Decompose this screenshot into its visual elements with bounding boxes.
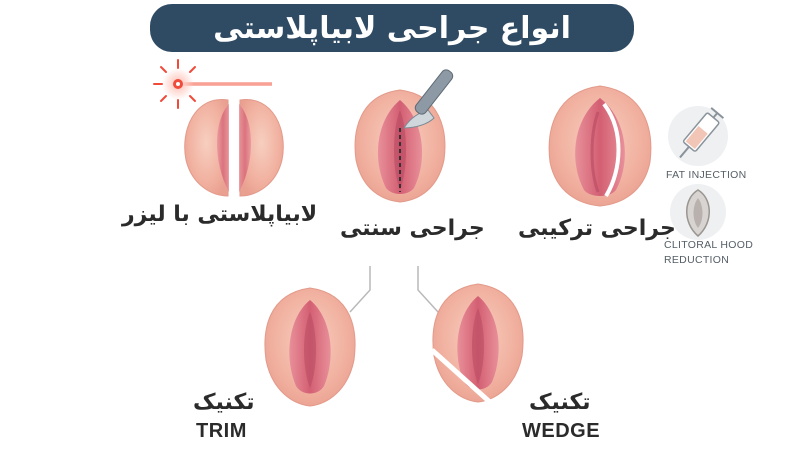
scalpel-icon xyxy=(403,69,454,129)
clitoral-hood-label-line1: CLITORAL HOOD xyxy=(664,239,754,251)
traditional-method-label: جراحی سنتی xyxy=(340,216,485,241)
connector-lines xyxy=(349,266,439,313)
wedge-technique-label-en: WEDGE xyxy=(522,420,601,442)
wedge-technique-illustration xyxy=(430,283,524,406)
combined-labia-illustration xyxy=(548,85,652,207)
laser-method-label: لابیاپلاستی با لیزر xyxy=(122,202,318,227)
wedge-technique-label-fa: تکنیک xyxy=(529,390,591,415)
hood-icon xyxy=(670,184,726,240)
laser-labia-illustration xyxy=(184,99,284,197)
page-title: انواع جراحی لابیاپلاستی xyxy=(150,4,634,52)
trim-technique-label-fa: تکنیک xyxy=(193,390,255,415)
syringe-icon xyxy=(668,106,728,166)
trim-technique-label-en: TRIM xyxy=(196,420,247,442)
laser-icon xyxy=(153,59,272,109)
clitoral-hood-label-line2: REDUCTION xyxy=(664,254,730,266)
trim-technique-illustration xyxy=(264,287,356,407)
traditional-labia-illustration xyxy=(354,89,446,203)
fat-injection-label: FAT INJECTION xyxy=(666,169,747,181)
combined-method-label: جراحی ترکیبی xyxy=(518,216,676,241)
